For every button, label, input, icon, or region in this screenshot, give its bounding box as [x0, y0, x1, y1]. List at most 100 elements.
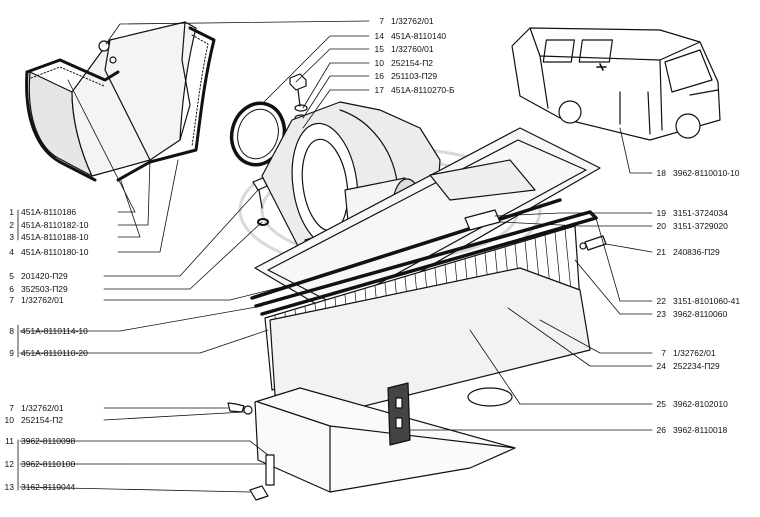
- air-duct-hood[interactable]: [28, 21, 197, 177]
- callout-number: 16: [374, 71, 384, 81]
- callout-number: 23: [656, 309, 666, 319]
- callout-number: 26: [656, 425, 666, 435]
- hood-seal-strip[interactable]: [25, 26, 216, 182]
- bolt-7-washer-10[interactable]: [227, 402, 253, 415]
- callout-label: 3 451А-8110188-10: [4, 232, 88, 242]
- callout-number: 22: [656, 296, 666, 306]
- part-code: 1/32762/01: [391, 16, 434, 26]
- part-code: 3151-3729020: [673, 221, 728, 231]
- callout-label: 26 3962-8110018: [654, 425, 728, 435]
- callout-number: 7: [9, 403, 14, 413]
- part-code: 3962-8102010: [673, 399, 728, 409]
- leader-lines: [19, 20, 653, 493]
- callout-number: 9: [9, 348, 14, 358]
- callout-number: 6: [9, 284, 14, 294]
- part-code: 1/32762/01: [21, 403, 64, 413]
- callout-label: 10 252154-П2: [4, 415, 64, 425]
- callout-number: 17: [374, 85, 384, 95]
- callout-label: 5 201420-П29: [4, 271, 68, 281]
- callout-label: 4 451А-8110180-10: [4, 247, 88, 257]
- callout-number: 1: [9, 207, 14, 217]
- callout-number: 15: [374, 44, 384, 54]
- callout-label: 17 451А-8110270-Б: [372, 85, 455, 95]
- callout-number: 12: [4, 459, 14, 469]
- part-code: 352503-П29: [21, 284, 68, 294]
- part-code: 3962-8110100: [21, 459, 76, 469]
- callout-number: 7: [9, 295, 14, 305]
- part-code: 3962-8110060: [673, 309, 728, 319]
- callout-number: 5: [9, 271, 14, 281]
- seal-dash: [30, 34, 209, 147]
- callout-label: 23 3962-8110060: [654, 309, 728, 319]
- callout-label: 6 352503-П29: [4, 284, 68, 294]
- part-code: 1/32760/01: [391, 44, 434, 54]
- part-code: 1/32762/01: [673, 348, 716, 358]
- base-pan[interactable]: [254, 387, 516, 493]
- callout-label: 2 451А-8110182-10: [4, 220, 88, 230]
- heater-lower-box[interactable]: [269, 267, 591, 413]
- callout-label: 20 3151-3729020: [654, 221, 728, 231]
- part-code: 451А-8110110-20: [21, 348, 88, 358]
- uaz-van-body[interactable]: [511, 27, 721, 141]
- part-code: 1/32762/01: [21, 295, 64, 305]
- damper-plate[interactable]: [387, 382, 411, 446]
- callout-label: 7 1/32762/01: [654, 348, 716, 358]
- callout-number: 7: [379, 16, 384, 26]
- part-code: 451А-8110182-10: [21, 220, 89, 230]
- callout-label: 21 240836-П29: [654, 247, 720, 257]
- callout-number: 8: [9, 326, 14, 336]
- part-code: 451А-8110270-Б: [391, 85, 455, 95]
- callout-label: 19 3151-3724034: [654, 208, 728, 218]
- callout-label: 7 1/32762/01: [372, 16, 434, 26]
- callout-label: 8 451А-8110114-10: [4, 326, 88, 336]
- callout-number: 20: [656, 221, 666, 231]
- callout-label: 10 252154-П2: [372, 58, 434, 68]
- part-code: 252234-П29: [673, 361, 720, 371]
- part-code: 451А-8110140: [391, 31, 447, 41]
- part-code: 451А-8110186: [21, 207, 77, 217]
- callout-label: 22 3151-8101060-41: [654, 296, 741, 306]
- callout-label: 14 451А-8110140: [372, 31, 447, 41]
- callout-label: 15 1/32760/01: [372, 44, 434, 54]
- plate-seal[interactable]: [250, 198, 598, 316]
- part-code: 451А-8110180-10: [21, 247, 89, 257]
- part-code: 252154-П2: [391, 58, 434, 68]
- callout-number: 13: [4, 482, 14, 492]
- part-code: 3962-8110018: [673, 425, 728, 435]
- part-code: 201420-П29: [21, 271, 68, 281]
- callout-label: 1 451А-8110186: [4, 207, 76, 217]
- callout-number: 10: [374, 58, 384, 68]
- part-code: 451А-8110188-10: [21, 232, 89, 242]
- bolt-5-washer-6[interactable]: [252, 177, 269, 226]
- callout-label: 18 3962-8110010-10: [654, 168, 740, 178]
- part-code: 451А-8110114-10: [21, 326, 88, 336]
- part-code: 3962-8110010-10: [673, 168, 740, 178]
- callout-label: 7 1/32762/01: [4, 403, 64, 413]
- callout-label: 12 3962-8110100: [4, 459, 76, 469]
- callout-number: 11: [5, 436, 14, 446]
- part-code: 3151-8101060-41: [673, 296, 741, 306]
- damper-lever[interactable]: [249, 454, 275, 501]
- callout-number: 19: [656, 208, 666, 218]
- callout-label: 16 251103-П29: [372, 71, 438, 81]
- callout-number: 18: [656, 168, 666, 178]
- callout-number: 2: [9, 220, 14, 230]
- callout-number: 4: [9, 247, 14, 257]
- part-code: 240836-П29: [673, 247, 720, 257]
- callout-label: 7 1/32762/01: [4, 295, 64, 305]
- part-code: 251103-П29: [391, 71, 438, 81]
- callout-label: 9 451А-8110110-20: [4, 348, 88, 358]
- part-code: 252154-П2: [21, 415, 64, 425]
- callout-number: 10: [4, 415, 14, 425]
- callout-number: 21: [656, 247, 666, 257]
- part-code: 3151-3724034: [673, 208, 728, 218]
- callout-number: 3: [9, 232, 14, 242]
- callout-label: 13 3162-8119044: [4, 482, 76, 492]
- part-code: 3162-8119044: [21, 482, 76, 492]
- callout-number: 7: [661, 348, 666, 358]
- callout-number: 14: [374, 31, 384, 41]
